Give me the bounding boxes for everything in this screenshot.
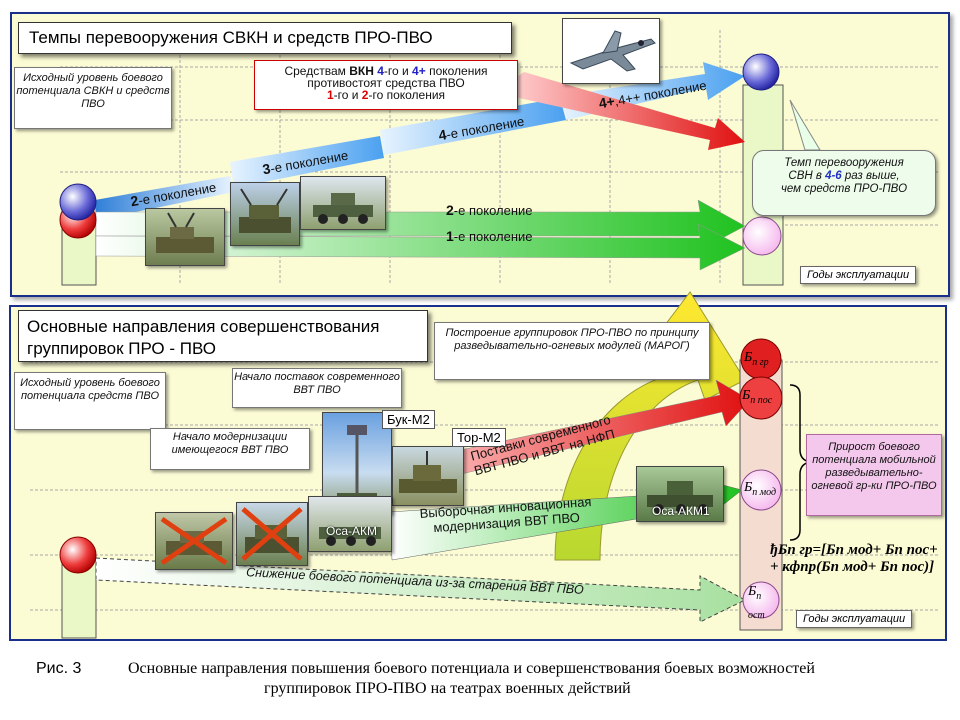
top-title: Темпы перевооружения СВКН и средств ПРО-… bbox=[18, 22, 512, 54]
start-deliveries-note: Начало поставок современного ВВТ ПВО bbox=[232, 368, 402, 408]
green-label-gen2: 2-е поколение bbox=[446, 202, 533, 218]
crossed-shilka-photo bbox=[155, 512, 233, 570]
red-arrow-top bbox=[510, 72, 745, 150]
crossed-tunguska-photo bbox=[236, 502, 308, 566]
tunguska-photo bbox=[230, 182, 300, 246]
marog-note: Построение группировок ПРО-ПВО по принци… bbox=[434, 322, 710, 380]
bottom-title-line1: Основные направления совершенствования bbox=[27, 317, 380, 336]
rate-note-line2: СВН в 4-6 раз выше, bbox=[788, 170, 900, 182]
red-box-note: Средствам ВКН 4-го и 4+ поколения против… bbox=[254, 60, 518, 110]
bottom-left-red-ball bbox=[59, 536, 97, 574]
bp-mod-ball bbox=[740, 469, 782, 511]
top-initial-level-note: Исходный уровень боевого потенциала СВКН… bbox=[14, 67, 172, 129]
bp-pos-ball bbox=[739, 376, 783, 420]
bottom-title-line2: группировок ПРО - ПВО bbox=[27, 339, 216, 358]
green-label-gen1: 1-е поколение bbox=[446, 228, 533, 244]
bottom-title: Основные направления совершенствования г… bbox=[18, 310, 428, 362]
decline-arrow bbox=[95, 557, 747, 623]
rate-note-pointer bbox=[789, 99, 821, 151]
osa-akm1-photo bbox=[636, 466, 724, 522]
start-modernization-note: Начало модернизации имеющегося ВВТ ПВО bbox=[150, 428, 310, 470]
osa-akm-photo bbox=[308, 496, 392, 552]
caption-line2: группировок ПРО-ПВО на театрах военных д… bbox=[264, 680, 631, 697]
red-box-line3: 1-го и 2-го поколения bbox=[326, 88, 446, 102]
top-right-blue-ball bbox=[742, 53, 780, 91]
top-right-pink-ball bbox=[742, 216, 782, 256]
blue-arrow-gen2 bbox=[95, 176, 234, 220]
growth-note: Прирост боевого потенциала мобильной раз… bbox=[806, 434, 942, 516]
caption-line1: Основные направления повышения боевого п… bbox=[128, 660, 815, 677]
osa-akm1-label: Оса-АКМ1 bbox=[652, 504, 710, 518]
figure-number: Рис. 3 bbox=[36, 660, 82, 677]
blue-arrow-gen4 bbox=[380, 98, 566, 155]
bp-mod-label: Бп мод bbox=[744, 480, 777, 498]
rate-note-line3: чем средств ПРО-ПВО bbox=[780, 183, 908, 195]
tor-m2-label: Тор-М2 bbox=[452, 428, 506, 447]
tor-m2-photo bbox=[392, 446, 464, 506]
formula: ђБп гр=[Бп мод+ Бп пос+ + кфпр(Бп мод+ Б… bbox=[770, 542, 938, 576]
osa-photo-top bbox=[300, 176, 386, 230]
top-left-blue-ball bbox=[59, 183, 97, 221]
bottom-years-label: Годы эксплуатации bbox=[796, 610, 913, 628]
rate-note-line1: Темп перевооружения bbox=[784, 157, 904, 169]
blue-arrow-gen3 bbox=[230, 136, 384, 188]
osa-akm-label: Оса-АКМ bbox=[326, 524, 377, 538]
shilka-photo bbox=[145, 208, 225, 266]
top-years-label: Годы эксплуатации bbox=[800, 266, 917, 284]
formula-line1: ђБп гр=[Бп мод+ Бп пос+ bbox=[770, 542, 938, 558]
red-box-line2: противостоят средства ПВО bbox=[307, 76, 465, 90]
buk-m2-label: Бук-М2 bbox=[382, 410, 435, 429]
bp-gr-label: Бп гр bbox=[744, 350, 769, 368]
red-box-line1: Средствам ВКН 4-го и 4+ поколения bbox=[284, 64, 488, 78]
formula-line2: + кфпр(Бп мод+ Бп пос)] bbox=[770, 559, 935, 575]
fighter-jet-image bbox=[562, 18, 660, 84]
rate-note: Темп перевооружения СВН в 4-6 раз выше, … bbox=[752, 150, 936, 216]
bottom-initial-level-note: Исходный уровень боевого потенциала сред… bbox=[14, 372, 166, 430]
bp-ost-ball bbox=[742, 581, 780, 619]
bp-pos-label: Бп пос bbox=[742, 388, 773, 406]
